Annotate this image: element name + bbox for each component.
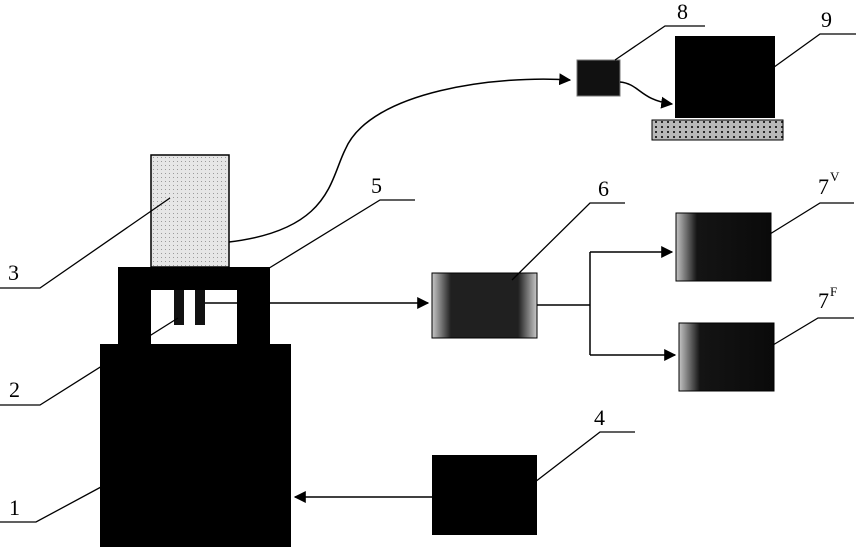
leader-4 xyxy=(534,431,635,483)
label-7f-superscript: F xyxy=(830,284,837,299)
label-9: 9 xyxy=(821,7,832,32)
label-4: 4 xyxy=(594,405,605,430)
leader-7v xyxy=(769,202,854,235)
component-9-keyboard xyxy=(651,119,784,141)
cable-3-to-8 xyxy=(228,73,572,243)
label-5: 5 xyxy=(371,173,382,198)
component-2-specimen-b xyxy=(195,290,205,325)
component-4-controller xyxy=(432,455,537,535)
label-2: 2 xyxy=(9,377,20,402)
component-1-base xyxy=(100,344,291,547)
component-7v-display xyxy=(675,212,772,282)
component-2-specimen xyxy=(174,290,184,325)
leader-9 xyxy=(769,33,856,71)
leader-3 xyxy=(0,197,171,289)
label-8: 8 xyxy=(677,0,688,24)
component-9-monitor xyxy=(675,36,775,118)
leader-8 xyxy=(614,25,705,61)
label-1: 1 xyxy=(9,495,20,520)
label-7v: 7 xyxy=(818,174,829,199)
component-8-converter xyxy=(576,59,621,97)
leader-1 xyxy=(0,486,102,523)
label-7v-superscript: V xyxy=(830,169,840,184)
label-3: 3 xyxy=(8,260,19,285)
leader-6 xyxy=(511,202,625,281)
component-5-frame xyxy=(118,267,270,344)
leader-7f xyxy=(772,317,854,346)
component-6-amplifier xyxy=(431,272,538,339)
leader-2 xyxy=(0,317,179,406)
leader-5 xyxy=(265,199,415,271)
component-7f-display xyxy=(678,322,775,392)
label-7f: 7 xyxy=(818,288,829,313)
link-8-to-9 xyxy=(619,81,674,109)
component-3-sensor xyxy=(150,154,230,268)
label-6: 6 xyxy=(598,176,609,201)
